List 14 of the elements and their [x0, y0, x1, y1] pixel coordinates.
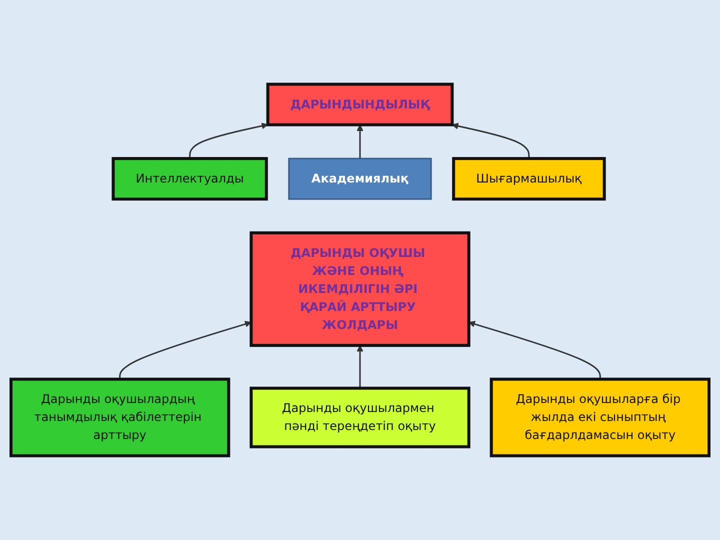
node-box: Дарынды оқушылармен пәнді тереңдетіп оқыту: [250, 386, 470, 448]
arrow: [189, 122, 268, 159]
node-box: Дарынды оқушыларға бір жылда екі сыныптың бағдарлдамасын оқыту: [490, 378, 710, 458]
arrow: [119, 320, 252, 380]
node-box: Академиялық: [288, 158, 432, 200]
node-box: ДАРЫНДЫ ОҚУШЫ ЖӘНЕ ОНЫҢ ИКЕМДІЛІГІН ӘРІ ҚАРАЙ АРТТЫРУ ЖОЛДАРЫ: [250, 231, 470, 347]
arrow: [356, 124, 364, 159]
arrow: [468, 320, 601, 380]
node-box: Интеллектуалды: [112, 157, 268, 201]
arrow: [452, 122, 530, 159]
node-box: ДАРЫНДЫНДЫЛЫҚ: [266, 82, 454, 126]
node-box: Дарынды оқушылардың танымдылық қабілеттерін арттыру: [10, 378, 230, 458]
node-box: Шығармашылық: [452, 157, 606, 201]
arrow: [356, 345, 364, 388]
